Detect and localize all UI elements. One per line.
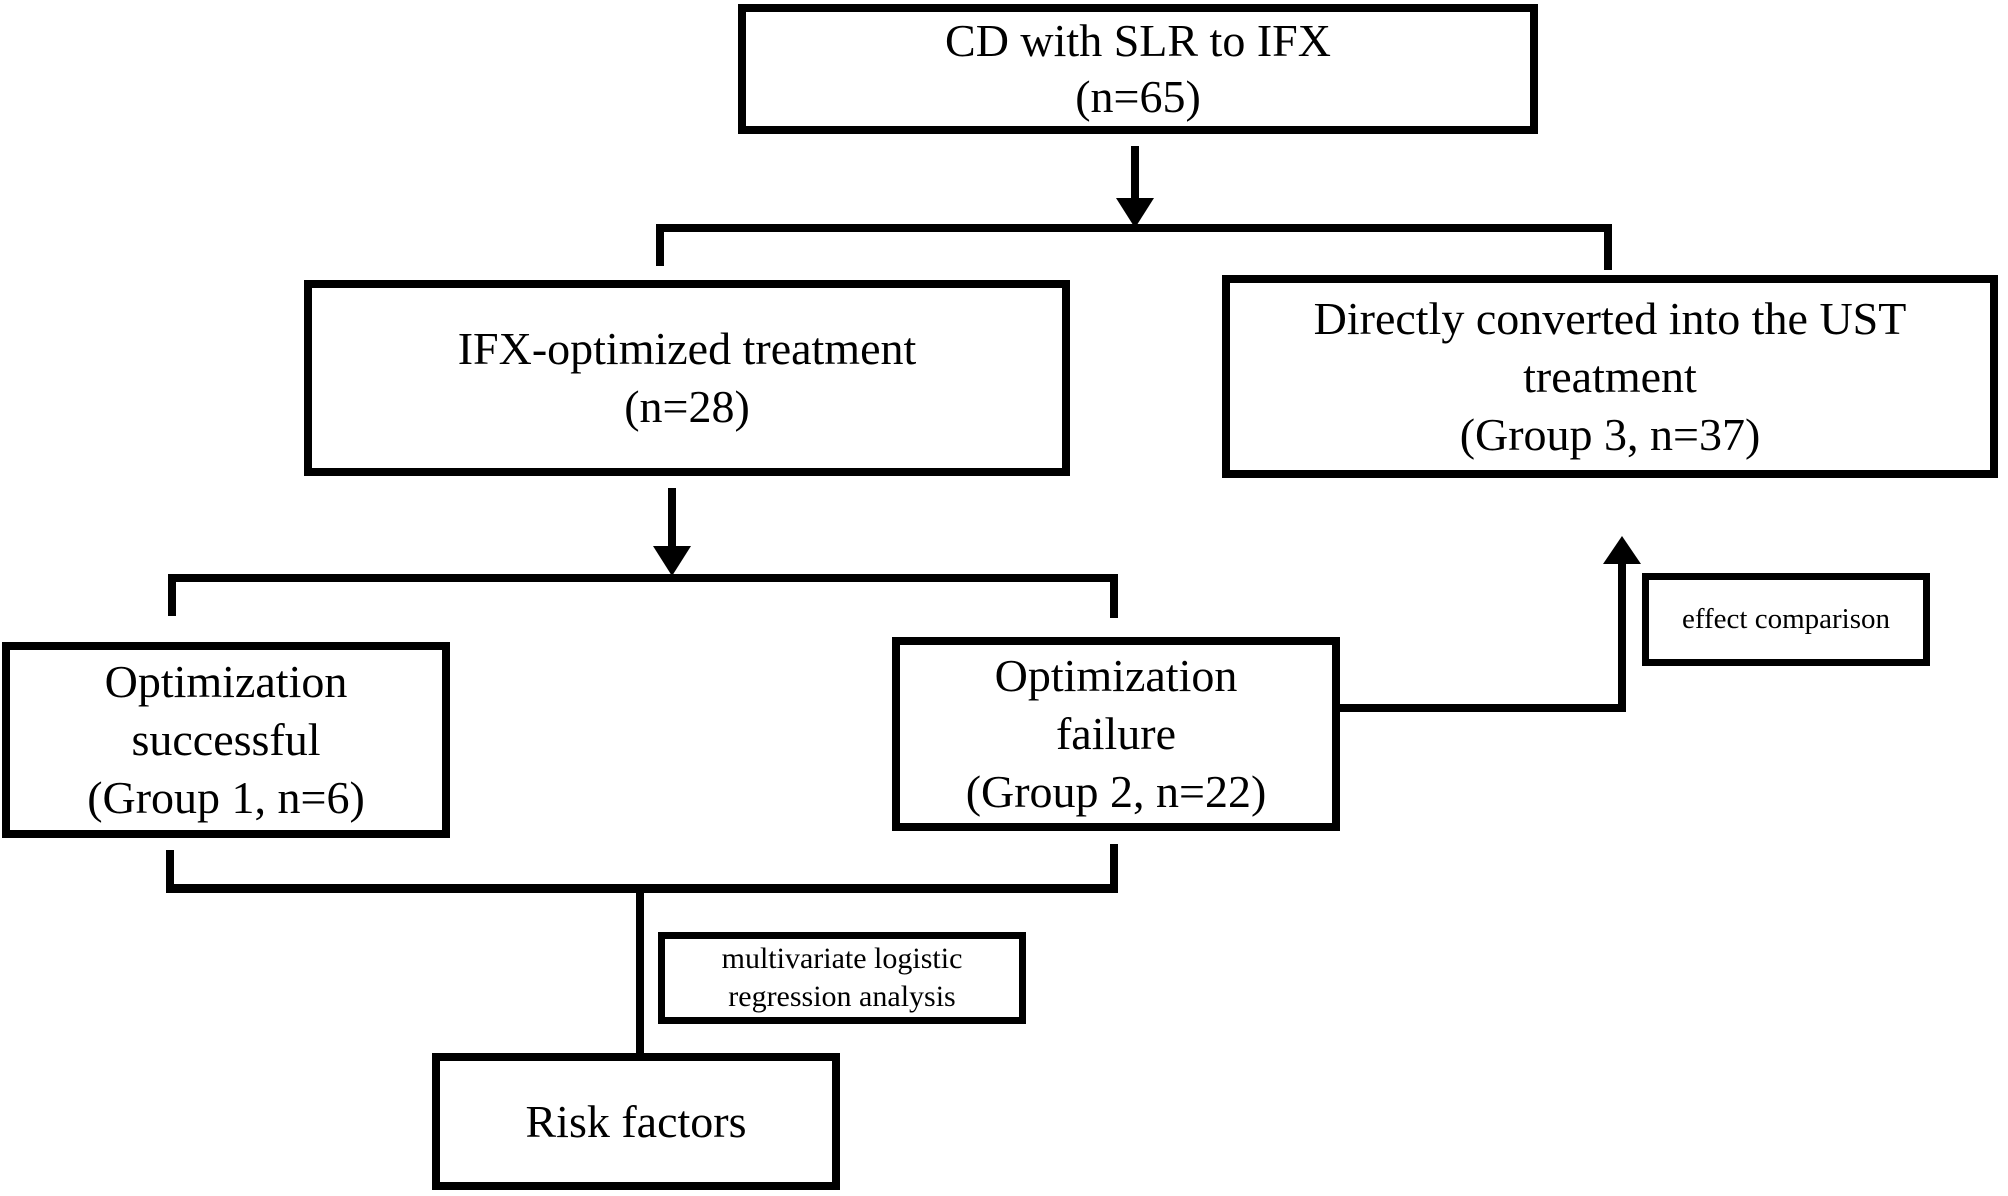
arrow-down-icon [1116,198,1154,228]
connector-to-risk-factors [636,892,644,1053]
node-optimization-successful: Optimization successful (Group 1, n=6) [2,642,450,838]
node-text-line: Optimization [104,656,348,707]
node-text-line: (Group 1, n=6) [87,772,365,823]
node-text-line: (Group 2, n=22) [965,766,1267,817]
node-text-line: regression analysis [728,980,956,1013]
node-text-line: multivariate logistic [721,942,963,975]
node-text-line: Risk factors [525,1095,747,1147]
connector-root-down-shaft [1131,146,1139,200]
node-ust-converted: Directly converted into the UST treatmen… [1222,275,1998,478]
node-text-line: (n=28) [624,381,750,432]
node-text-line: failure [1055,708,1177,759]
connector-bracket2-left-stub [168,574,176,616]
node-text-line: Optimization [994,650,1238,701]
connector-bracket1-horizontal [656,224,1612,232]
connector-bracket2-right-stub [1110,574,1118,618]
node-text-line: IFX-optimized treatment [457,323,917,374]
node-text-line: successful [131,714,321,765]
node-ifx-optimized-treatment: IFX-optimized treatment (n=28) [304,280,1070,476]
node-text-line: (Group 3, n=37) [1459,408,1761,460]
node-text-line: Directly converted into the UST [1313,292,1907,344]
node-optimization-failure: Optimization failure (Group 2, n=22) [892,637,1340,831]
node-text-line: CD with SLR to IFX [945,15,1331,66]
node-text-line: (n=65) [1075,71,1201,122]
connector-bracket3-right-stub [1110,844,1118,886]
connector-effect-up-shaft [1618,562,1626,712]
node-effect-comparison: effect comparison [1642,573,1930,666]
node-cd-slr-ifx: CD with SLR to IFX (n=65) [738,4,1538,134]
node-multivariate-regression: multivariate logistic regression analysi… [658,932,1026,1024]
connector-bracket1-right-stub [1604,224,1612,270]
node-text-line: treatment [1523,350,1697,402]
connector-bracket1-left-stub [656,224,664,266]
connector-group2-to-effect [1340,704,1618,712]
arrow-up-icon [1603,536,1641,564]
node-risk-factors: Risk factors [432,1053,840,1190]
connector-bracket3-left-stub [166,850,174,886]
node-text-line: effect comparison [1681,603,1890,635]
connector-bracket2-horizontal [168,574,1118,582]
connector-ifx-down-shaft [668,488,676,546]
arrow-down-icon [653,546,691,576]
connector-bracket3-horizontal [166,884,1118,893]
